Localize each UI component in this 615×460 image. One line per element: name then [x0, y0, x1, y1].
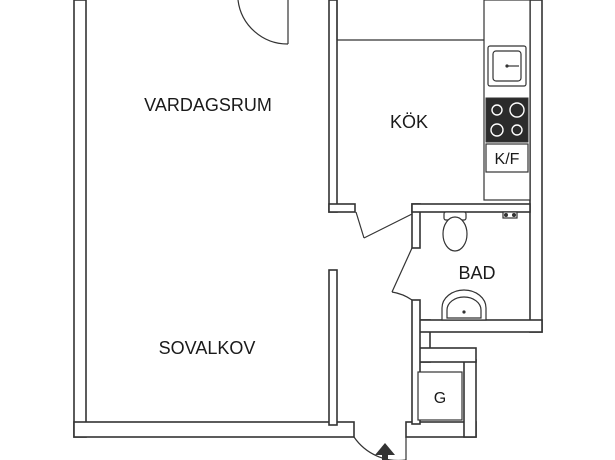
door-swing-icon — [237, 0, 413, 460]
fridge-freezer-label: K/F — [495, 151, 520, 168]
wardrobe: G — [417, 371, 463, 421]
interior-walls — [328, 0, 531, 426]
room-label-alcove: SOVALKOV — [159, 338, 256, 358]
room-label-kitchen: KÖK — [390, 112, 428, 132]
entrance-arrow-icon — [375, 443, 395, 460]
fridge-freezer: K/F — [485, 143, 529, 173]
room-label-living: VARDAGSRUM — [144, 95, 272, 115]
kitchen-counter: K/F — [483, 0, 531, 201]
room-label-bathroom: BAD — [458, 263, 495, 283]
outer-walls — [73, 0, 543, 438]
shower-mixer-icon — [502, 211, 518, 219]
toilet-icon — [442, 211, 468, 252]
wardrobe-label: G — [434, 390, 446, 407]
stove-icon — [485, 97, 529, 143]
sink-icon — [487, 45, 527, 87]
washbasin-icon — [441, 289, 487, 321]
